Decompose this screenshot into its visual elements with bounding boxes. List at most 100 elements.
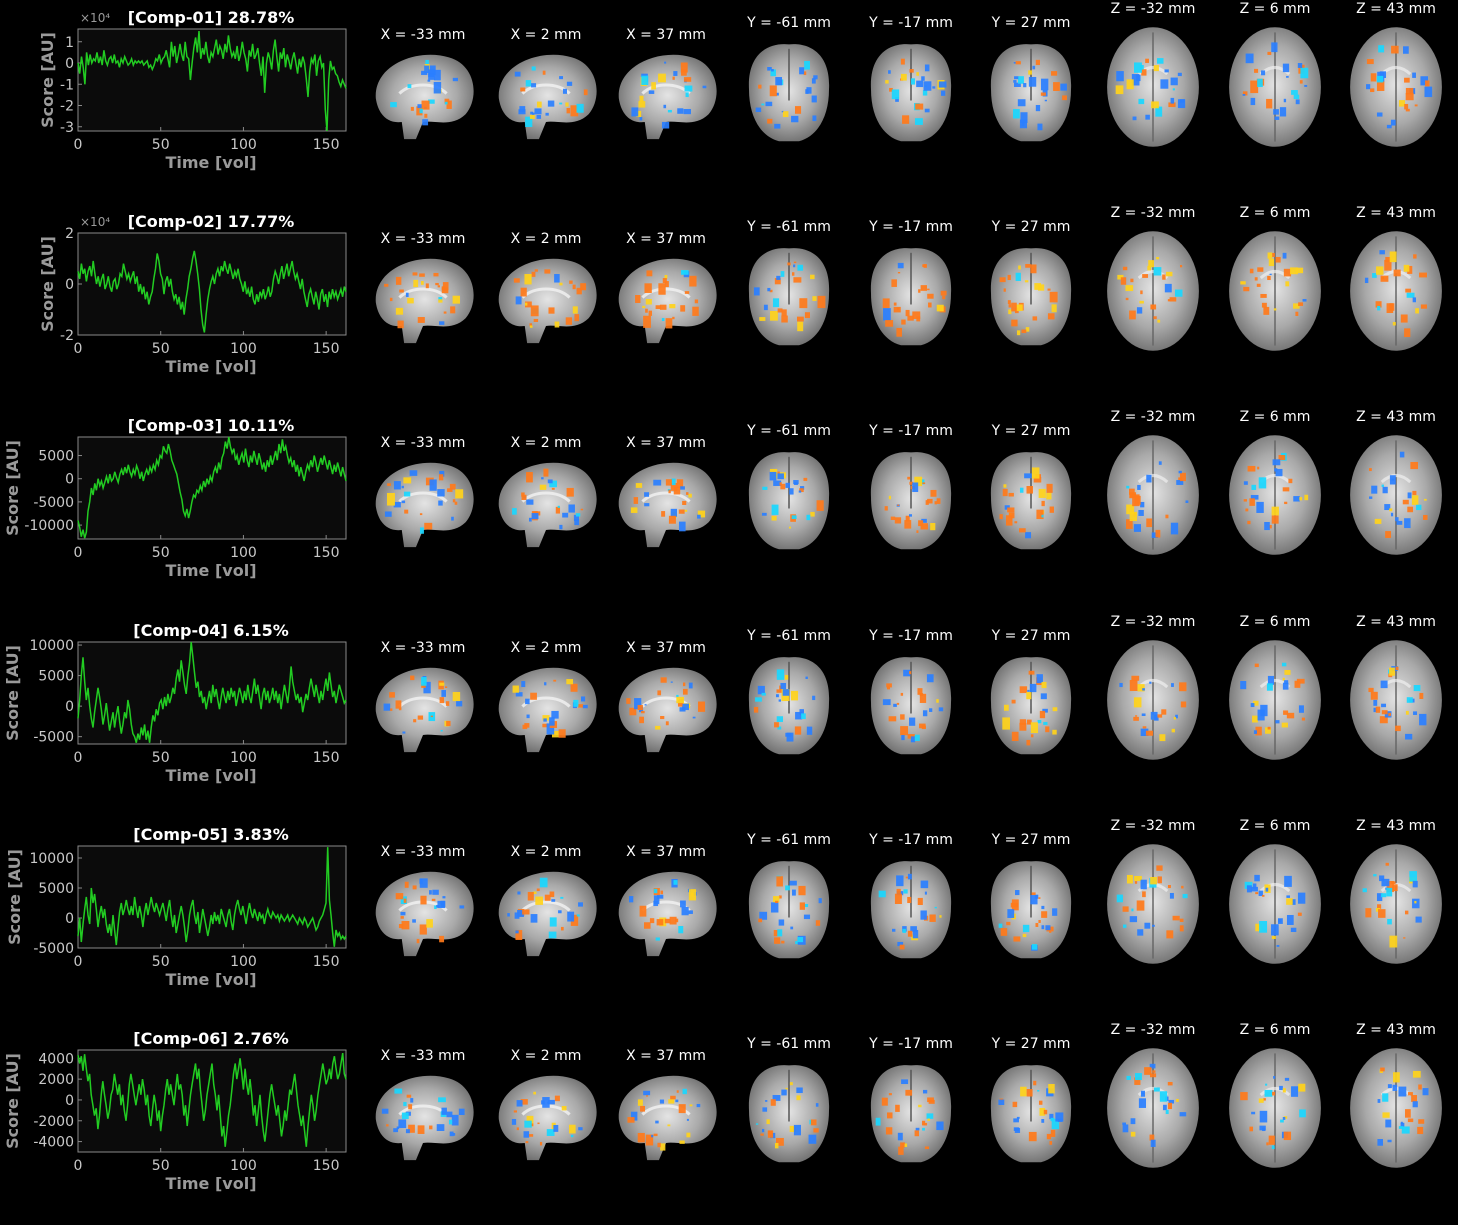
negative-activation xyxy=(554,274,560,283)
negative-activation xyxy=(1376,75,1384,83)
positive-activation xyxy=(1049,292,1058,303)
positive-activation xyxy=(1049,506,1054,514)
positive-activation xyxy=(442,282,449,291)
timecourse-line xyxy=(77,846,347,947)
y-tick-label: 5000 xyxy=(38,881,74,897)
positive-activation xyxy=(384,284,389,287)
negative-activation xyxy=(656,894,664,899)
negative-activation xyxy=(1151,532,1159,539)
negative-activation xyxy=(403,1101,407,1107)
negative-activation xyxy=(1390,513,1394,517)
negative-activation xyxy=(776,715,783,722)
positive-activation xyxy=(896,308,899,310)
positive-activation xyxy=(401,920,410,930)
positive-activation xyxy=(890,516,896,521)
positive-activation xyxy=(528,1134,534,1137)
x-tick-label: 50 xyxy=(152,750,170,766)
positive-activation xyxy=(578,703,584,708)
negative-activation xyxy=(1174,289,1183,297)
brain-shape xyxy=(498,54,597,140)
negative-activation xyxy=(1373,699,1378,706)
negative-activation xyxy=(544,681,547,685)
slice-coordinate-label: Z = -32 mm xyxy=(1110,205,1196,222)
positive-activation xyxy=(1407,1118,1414,1123)
positive-activation xyxy=(930,490,937,498)
negative-activation xyxy=(903,889,908,894)
negative-activation xyxy=(777,929,783,937)
positive-activation xyxy=(678,509,685,515)
sagittal-brain-slice xyxy=(487,863,605,958)
negative-activation xyxy=(1373,707,1378,712)
positive-activation xyxy=(637,704,643,710)
negative-activation xyxy=(1379,250,1385,255)
positive-activation xyxy=(661,511,666,518)
negative-activation xyxy=(1154,1087,1160,1092)
negative-activation xyxy=(664,61,667,64)
negative-activation xyxy=(630,1111,638,1121)
negative-activation xyxy=(1140,879,1147,890)
positive-activation xyxy=(446,100,452,109)
negative-activation xyxy=(1160,79,1169,89)
negative-activation xyxy=(1060,83,1067,91)
positive-activation xyxy=(781,315,788,323)
positive-activation xyxy=(1263,307,1270,316)
negative-activation xyxy=(1271,924,1279,936)
positive-activation xyxy=(1258,1098,1264,1103)
brain-shape xyxy=(498,871,597,956)
negative-activation xyxy=(897,1132,903,1141)
negative-activation xyxy=(1382,487,1388,494)
positive-activation xyxy=(1285,281,1290,287)
negative-activation xyxy=(912,929,919,939)
positive-activation xyxy=(1150,876,1158,885)
negative-activation xyxy=(998,923,1003,928)
positive-activation xyxy=(649,917,655,923)
positive-activation xyxy=(1271,935,1276,939)
negative-activation xyxy=(812,695,816,700)
negative-activation xyxy=(525,80,532,87)
x-tick-label: 100 xyxy=(230,1158,257,1174)
negative-activation xyxy=(507,912,510,917)
positive-activation xyxy=(774,937,781,944)
negative-activation xyxy=(912,482,919,493)
negative-activation xyxy=(1279,1085,1283,1091)
positive-activation xyxy=(555,507,561,514)
negative-activation xyxy=(1042,708,1048,713)
positive-activation xyxy=(1245,508,1249,512)
negative-activation xyxy=(393,1128,399,1133)
positive-activation xyxy=(637,1099,643,1106)
positive-activation xyxy=(1380,1067,1385,1072)
negative-activation xyxy=(1169,892,1174,899)
negative-activation xyxy=(536,115,542,119)
positive-activation xyxy=(1171,728,1175,732)
positive-activation xyxy=(520,287,527,297)
positive-activation xyxy=(767,118,773,124)
positive-activation xyxy=(1284,502,1288,505)
positive-activation xyxy=(936,698,939,703)
positive-activation xyxy=(907,315,914,321)
positive-activation xyxy=(1141,69,1147,76)
positive-activation xyxy=(694,299,699,304)
negative-activation xyxy=(1416,505,1422,511)
positive-activation xyxy=(1402,500,1409,505)
negative-activation xyxy=(441,1107,447,1115)
negative-activation xyxy=(815,1103,819,1107)
positive-activation xyxy=(417,317,425,324)
positive-activation xyxy=(1265,726,1271,734)
negative-activation xyxy=(1262,1127,1266,1132)
positive-activation xyxy=(399,289,404,293)
positive-activation xyxy=(395,277,402,286)
slice-coordinate-label: Y = 27 mm xyxy=(991,627,1071,644)
positive-activation xyxy=(1038,1100,1043,1105)
positive-activation xyxy=(1011,319,1018,327)
positive-activation xyxy=(758,918,763,922)
coronal-brain-slice xyxy=(981,1061,1081,1171)
positive-activation xyxy=(1376,81,1385,91)
negative-activation xyxy=(407,84,412,89)
negative-activation xyxy=(1130,1118,1136,1125)
negative-activation xyxy=(1013,1127,1019,1131)
negative-activation xyxy=(878,890,886,898)
slice-coordinate-label: Y = 27 mm xyxy=(991,1036,1071,1052)
negative-activation xyxy=(875,1117,881,1126)
positive-activation xyxy=(1389,935,1398,948)
